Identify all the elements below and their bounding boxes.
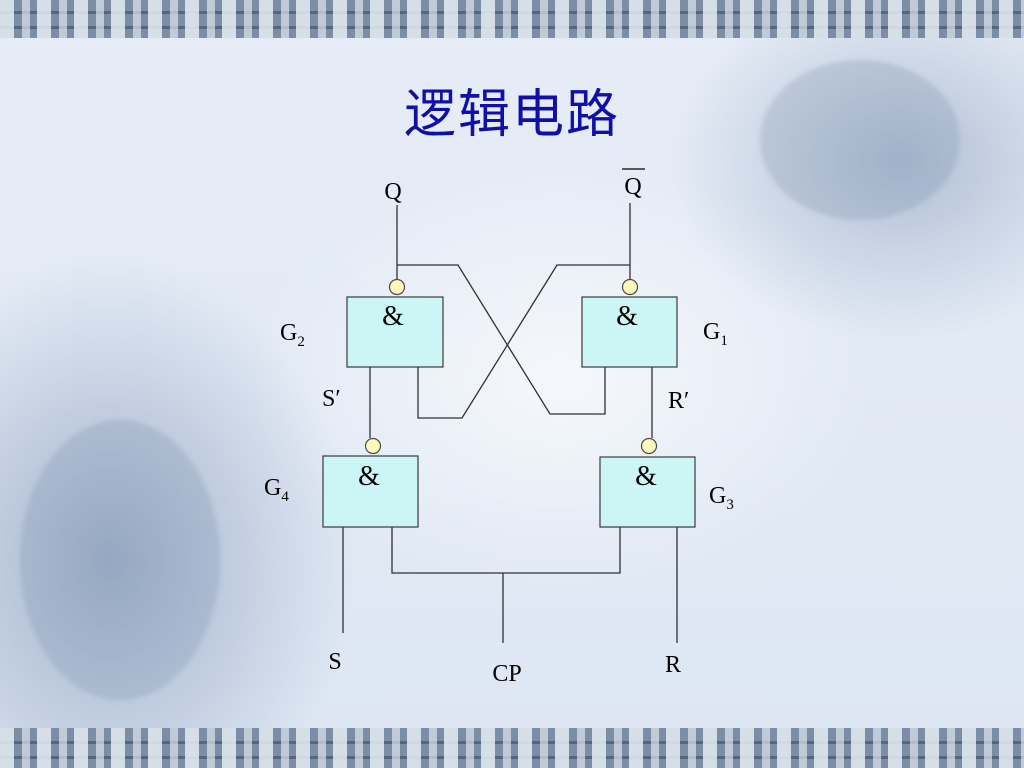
gate-g4-and-symbol: & — [358, 461, 380, 492]
gate-g3-inverter-bubble — [640, 437, 658, 455]
signal-q-label: Q — [384, 179, 401, 205]
signal-r-prime-label: R′ — [668, 388, 689, 414]
gate-g4-inverter-bubble — [364, 437, 382, 455]
gate-g2-label: G2 — [280, 320, 305, 350]
signal-r-label: R — [665, 652, 681, 678]
gate-g1 — [581, 296, 678, 368]
gate-g3 — [599, 456, 696, 528]
signal-qbar-label: Q — [624, 174, 641, 200]
wire-qbar-to-g2 — [417, 264, 630, 419]
gate-g3-and-symbol: & — [635, 461, 657, 492]
gate-g4-label: G4 — [264, 475, 289, 505]
wire-q-to-g1 — [397, 264, 606, 415]
slide-title: 逻辑电路 — [403, 85, 620, 145]
gate-g2-and-symbol: & — [382, 301, 404, 332]
signal-cp-label: CP — [492, 661, 521, 687]
decorative-border-top — [0, 0, 1024, 38]
great-wall-watermark-left — [20, 420, 220, 700]
gate-g1-label: G1 — [703, 319, 728, 349]
decorative-border-bottom — [0, 728, 1024, 768]
great-wall-watermark-right — [760, 60, 960, 220]
signal-s-label: S — [328, 649, 341, 675]
signal-s-prime-label: S′ — [322, 386, 341, 412]
gate-g2-inverter-bubble — [388, 278, 406, 296]
gate-g1-and-symbol: & — [616, 301, 638, 332]
gate-g1-inverter-bubble — [621, 278, 639, 296]
gate-g3-label: G3 — [709, 483, 734, 513]
wire-cp-bus — [391, 527, 621, 574]
gate-g4 — [322, 455, 419, 528]
gate-g2 — [346, 296, 444, 368]
